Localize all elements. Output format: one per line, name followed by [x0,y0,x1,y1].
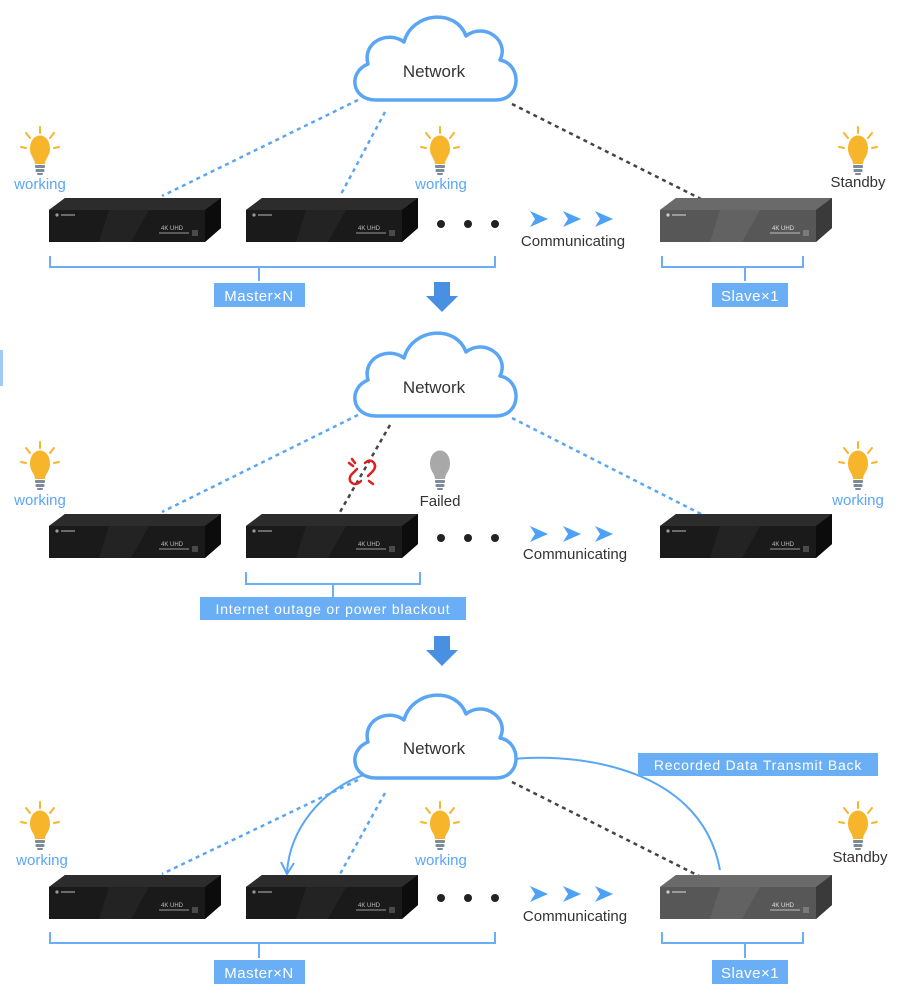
status-working-1: working [15,852,68,869]
lightbulb-icon [838,126,878,176]
slave-badge-label: Slave×1 [721,965,779,982]
link-master-1 [161,413,359,514]
status-standby: Standby [832,849,888,866]
panel-2: Network working Failed working 4K UHD 4K… [0,331,884,666]
status-working-2: working [414,852,467,869]
panel-1: Network working working Standby 4K UHD 4… [13,15,886,312]
status-working-1: working [13,176,66,193]
device-model-label: 4K UHD [772,903,795,909]
cloud-icon [353,331,518,418]
cloud-icon [353,15,518,102]
chevron-right-icon [563,211,581,227]
nvr-device-icon [246,514,418,558]
lightbulb-icon [430,450,450,490]
network-label: Network [403,378,466,397]
chevron-right-icon [595,211,613,227]
lightbulb-icon [20,801,60,851]
down-arrow-icon [426,282,458,312]
chevron-right-icon [530,526,548,542]
lightbulb-icon [20,441,60,491]
link-master-2 [338,792,387,875]
nvr-device-icon [660,514,832,558]
link-slave [511,102,704,202]
lightbulb-icon [838,441,878,491]
nvr-device-icon [660,875,832,919]
slave-bracket [661,256,804,281]
network-label: Network [403,62,466,81]
master-bracket [49,932,496,958]
communicating-label: Communicating [521,233,625,250]
slave-badge [712,283,788,307]
transmit-badge-label: Recorded Data Transmit Back [654,757,863,773]
ellipsis [437,220,499,228]
device-model-label: 4K UHD [161,226,184,232]
device-model-label: 4K UHD [358,542,381,548]
master-badge [214,283,305,307]
transmit-badge [638,753,878,776]
master-bracket [49,256,496,281]
device-model-label: 4K UHD [358,903,381,909]
device-model-label: 4K UHD [772,542,795,548]
return-arc [286,773,367,873]
device-model-label: 4K UHD [772,226,795,232]
slave-badge [712,960,788,984]
ellipsis [437,894,499,902]
lightbulb-icon [20,126,60,176]
nvr-device-icon [660,198,832,242]
link-slave-active [511,416,704,517]
status-working-1: working [13,492,66,509]
ellipsis [437,534,499,542]
link-failed [338,424,392,513]
link-slave [511,780,704,880]
chevron-right-icon [530,886,548,902]
chevron-right-icon [563,886,581,902]
nvr-device-icon [246,198,418,242]
network-label: Network [403,739,466,758]
master-badge-label: Master×N [224,288,293,305]
broken-link-icon [347,457,377,486]
lightbulb-icon [420,126,460,176]
nvr-device-icon [49,875,221,919]
nvr-device-icon [246,875,418,919]
nvr-device-icon [49,198,221,242]
master-badge-label: Master×N [224,965,293,982]
chevron-right-icon [530,211,548,227]
status-failed: Failed [420,493,461,510]
slave-bracket [661,932,804,958]
return-arrowhead [280,861,295,875]
outage-bracket [245,572,421,597]
down-arrow-icon [426,636,458,666]
communicating-label: Communicating [523,546,627,563]
communicating-label: Communicating [523,908,627,925]
outage-badge-label: Internet outage or power blackout [216,601,451,617]
chevron-right-icon [595,526,613,542]
transmit-back-arc [504,756,721,871]
link-master-1 [161,98,359,198]
edge-marker [0,350,3,386]
status-working-2: working [414,176,467,193]
chevron-right-icon [563,526,581,542]
device-model-label: 4K UHD [358,226,381,232]
lightbulb-icon [420,801,460,851]
cloud-icon [353,693,518,780]
slave-badge-label: Slave×1 [721,288,779,305]
panel-3: Network Recorded Data Transmit Back work… [15,693,888,984]
master-badge [214,960,305,984]
status-standby: Standby [830,174,886,191]
lightbulb-icon [838,801,878,851]
device-model-label: 4K UHD [161,903,184,909]
link-master-2 [338,111,387,197]
device-model-label: 4K UHD [161,542,184,548]
nvr-device-icon [49,514,221,558]
status-working-3: working [831,492,884,509]
chevron-right-icon [595,886,613,902]
outage-badge [200,597,466,620]
